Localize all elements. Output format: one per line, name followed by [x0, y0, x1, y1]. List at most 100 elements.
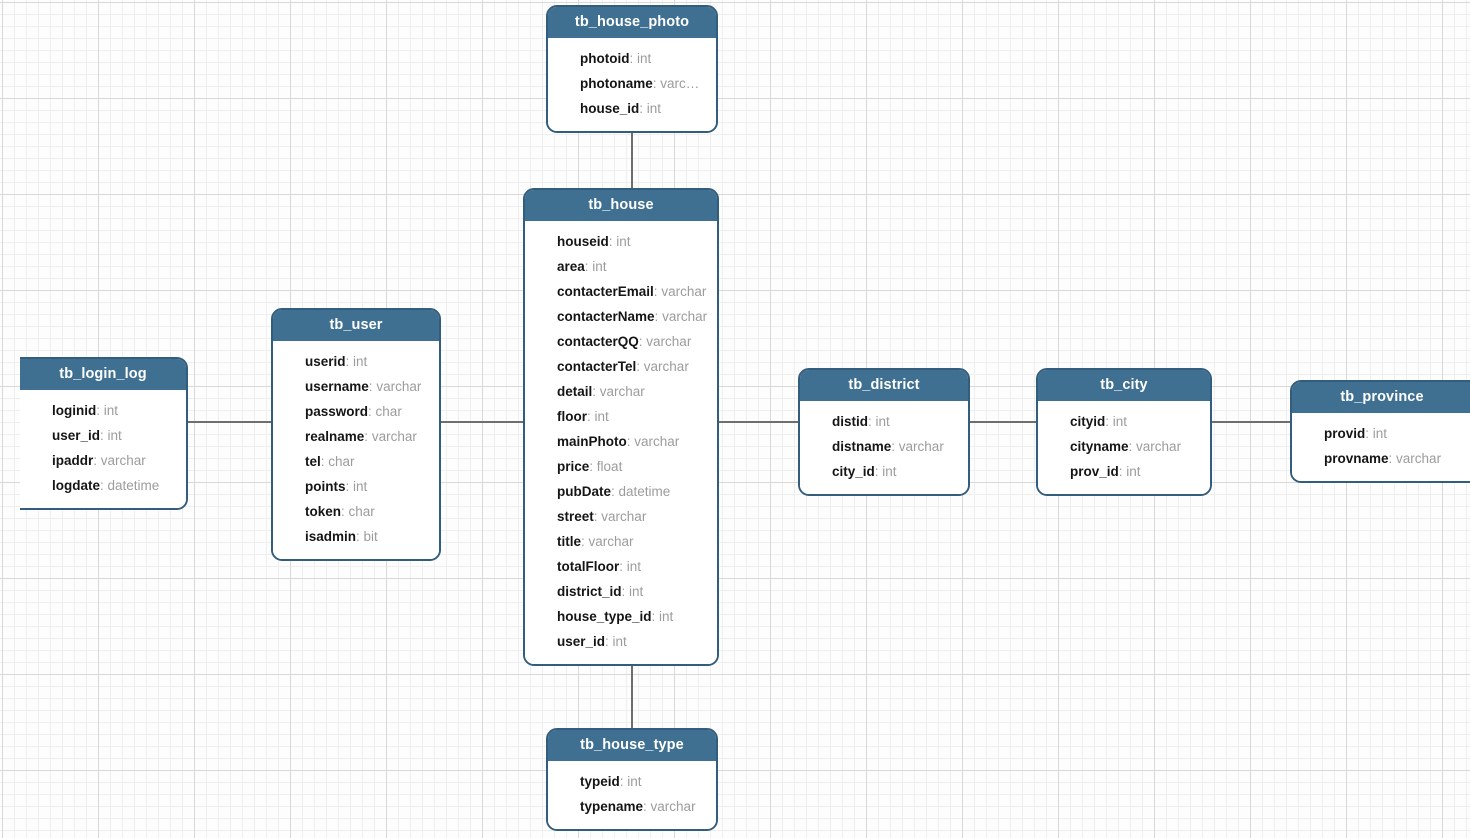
field-row[interactable]: contacterName: varchar: [525, 304, 717, 329]
field-row[interactable]: mainPhoto: varchar: [525, 429, 717, 454]
field-name: floor: [557, 409, 587, 424]
field-row[interactable]: token: char: [273, 499, 439, 524]
field-type: varchar: [898, 439, 944, 454]
field-type: int: [592, 259, 607, 274]
field-row[interactable]: contacterEmail: varchar: [525, 279, 717, 304]
connector-loginlog-to-user[interactable]: [187, 421, 273, 423]
field-row[interactable]: totalFloor: int: [525, 554, 717, 579]
field-row[interactable]: user_id: int: [20, 423, 186, 448]
field-type: varchar: [662, 309, 708, 324]
entity-header-tb_house_type[interactable]: tb_house_type: [548, 730, 716, 761]
field-name: password: [305, 404, 369, 419]
field-row[interactable]: area: int: [525, 254, 717, 279]
field-row[interactable]: house_type_id: int: [525, 604, 717, 629]
field-type: varchar: [100, 453, 146, 468]
field-row[interactable]: tel: char: [273, 449, 439, 474]
field-row[interactable]: photoid: int: [548, 46, 716, 71]
field-row[interactable]: cityname: varchar: [1038, 434, 1210, 459]
field-row[interactable]: floor: int: [525, 404, 717, 429]
field-row[interactable]: points: int: [273, 474, 439, 499]
entity-header-tb_house[interactable]: tb_house: [525, 190, 717, 221]
field-row[interactable]: title: varchar: [525, 529, 717, 554]
connector-house-to-housetype[interactable]: [631, 665, 633, 729]
field-name: user_id: [557, 634, 606, 649]
field-row[interactable]: houseid: int: [525, 229, 717, 254]
field-type: varchar: [643, 359, 689, 374]
field-row[interactable]: loginid: int: [20, 398, 186, 423]
field-row[interactable]: provid: int: [1292, 421, 1470, 446]
field-row[interactable]: distid: int: [800, 409, 968, 434]
entity-header-tb_house_photo[interactable]: tb_house_photo: [548, 7, 716, 38]
field-row[interactable]: price: float: [525, 454, 717, 479]
field-row[interactable]: user_id: int: [525, 629, 717, 654]
field-row[interactable]: city_id: int: [800, 459, 968, 484]
field-separator: :: [341, 504, 349, 519]
connector-city-to-province[interactable]: [1210, 421, 1292, 423]
field-type: int: [103, 403, 119, 418]
connector-district-to-city[interactable]: [968, 421, 1038, 423]
field-row[interactable]: contacterQQ: varchar: [525, 329, 717, 354]
entity-header-tb_province[interactable]: tb_province: [1292, 382, 1470, 413]
field-row[interactable]: realname: varchar: [273, 424, 439, 449]
field-type: varc…: [660, 76, 700, 91]
field-type: int: [107, 428, 122, 443]
field-type: int: [629, 584, 644, 599]
field-type: int: [594, 409, 609, 424]
field-type: varchar: [1136, 439, 1182, 454]
field-type: char: [328, 454, 355, 469]
field-row[interactable]: prov_id: int: [1038, 459, 1210, 484]
field-separator: :: [1365, 426, 1373, 441]
field-row[interactable]: detail: varchar: [525, 379, 717, 404]
field-separator: :: [356, 529, 364, 544]
field-type: int: [353, 479, 368, 494]
connector-user-to-house[interactable]: [440, 421, 525, 423]
field-row[interactable]: photoname: varc…: [548, 71, 716, 96]
field-separator: :: [652, 76, 661, 91]
field-row[interactable]: pubDate: datetime: [525, 479, 717, 504]
entity-header-tb_user[interactable]: tb_user: [273, 310, 439, 341]
entity-header-tb_city[interactable]: tb_city: [1038, 370, 1210, 401]
field-type: float: [596, 459, 623, 474]
field-separator: :: [608, 234, 617, 249]
field-separator: :: [581, 534, 589, 549]
field-row[interactable]: userid: int: [273, 349, 439, 374]
field-separator: :: [584, 259, 593, 274]
field-row[interactable]: street: varchar: [525, 504, 717, 529]
field-row[interactable]: ipaddr: varchar: [20, 448, 186, 473]
field-row[interactable]: isadmin: bit: [273, 524, 439, 549]
entity-header-tb_district[interactable]: tb_district: [800, 370, 968, 401]
field-separator: :: [891, 439, 899, 454]
field-name: contacterEmail: [557, 284, 654, 299]
field-row[interactable]: password: char: [273, 399, 439, 424]
entity-header-tb_login_log[interactable]: tb_login_log: [20, 359, 186, 390]
field-row[interactable]: provname: varchar: [1292, 446, 1470, 471]
field-row[interactable]: distname: varchar: [800, 434, 968, 459]
field-row[interactable]: typename: varchar: [548, 794, 716, 819]
field-name: contacterTel: [557, 359, 637, 374]
field-name: distname: [832, 439, 892, 454]
field-row[interactable]: contacterTel: varchar: [525, 354, 717, 379]
field-type: int: [1372, 426, 1388, 441]
connector-house-to-district[interactable]: [718, 421, 800, 423]
field-row[interactable]: logdate: datetime: [20, 473, 186, 498]
field-name: tel: [305, 454, 321, 469]
field-row[interactable]: typeid: int: [548, 769, 716, 794]
field-separator: :: [653, 284, 662, 299]
field-separator: :: [364, 429, 372, 444]
field-type: varchar: [588, 534, 634, 549]
field-row[interactable]: house_id: int: [548, 96, 716, 121]
field-row[interactable]: district_id: int: [525, 579, 717, 604]
field-row[interactable]: cityid: int: [1038, 409, 1210, 434]
field-type: int: [616, 234, 631, 249]
connector-photo-to-house[interactable]: [631, 133, 633, 189]
field-row[interactable]: username: varchar: [273, 374, 439, 399]
